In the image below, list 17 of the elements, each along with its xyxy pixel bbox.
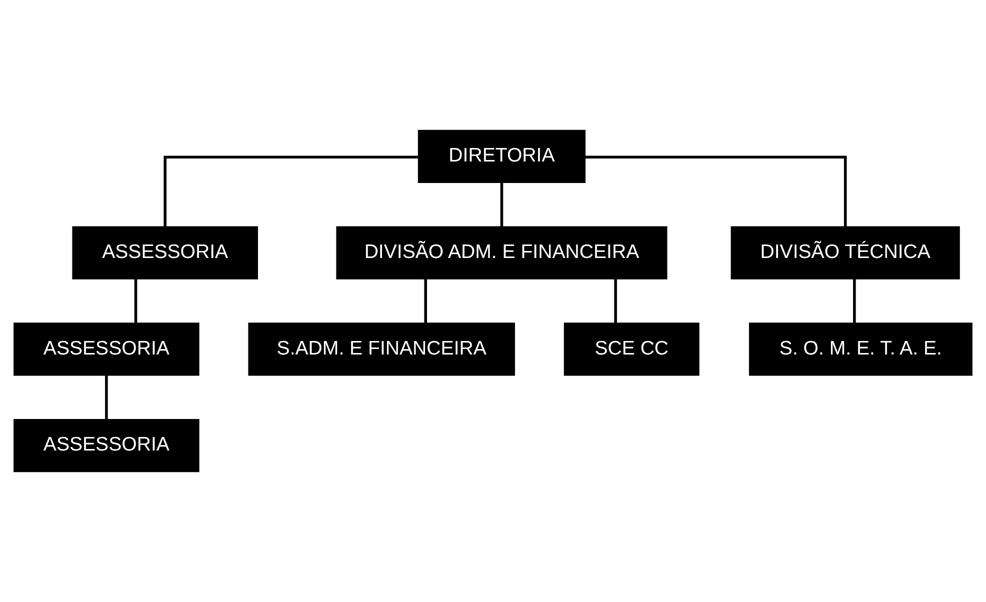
node-box: S.ADM. E FINANCEIRA <box>248 322 515 376</box>
node-box: ASSESSORIA <box>14 322 200 376</box>
connector <box>105 376 108 420</box>
node-box: S. O. M. E. T. A. E. <box>748 322 972 376</box>
node-box: ASSESSORIA <box>72 226 258 280</box>
connector <box>584 156 847 227</box>
node-box: DIVISÃO TÉCNICA <box>730 226 960 280</box>
connector <box>424 279 427 323</box>
connector <box>614 279 617 323</box>
node-box: DIVISÃO ADM. E FINANCEIRA <box>336 226 668 280</box>
node-box: ASSESSORIA <box>14 419 200 472</box>
node-box: SCE CC <box>564 322 700 376</box>
connector <box>500 182 504 226</box>
connector <box>853 279 856 323</box>
connector <box>164 156 419 227</box>
node-box: DIRETORIA <box>418 130 586 183</box>
connector <box>134 279 138 323</box>
